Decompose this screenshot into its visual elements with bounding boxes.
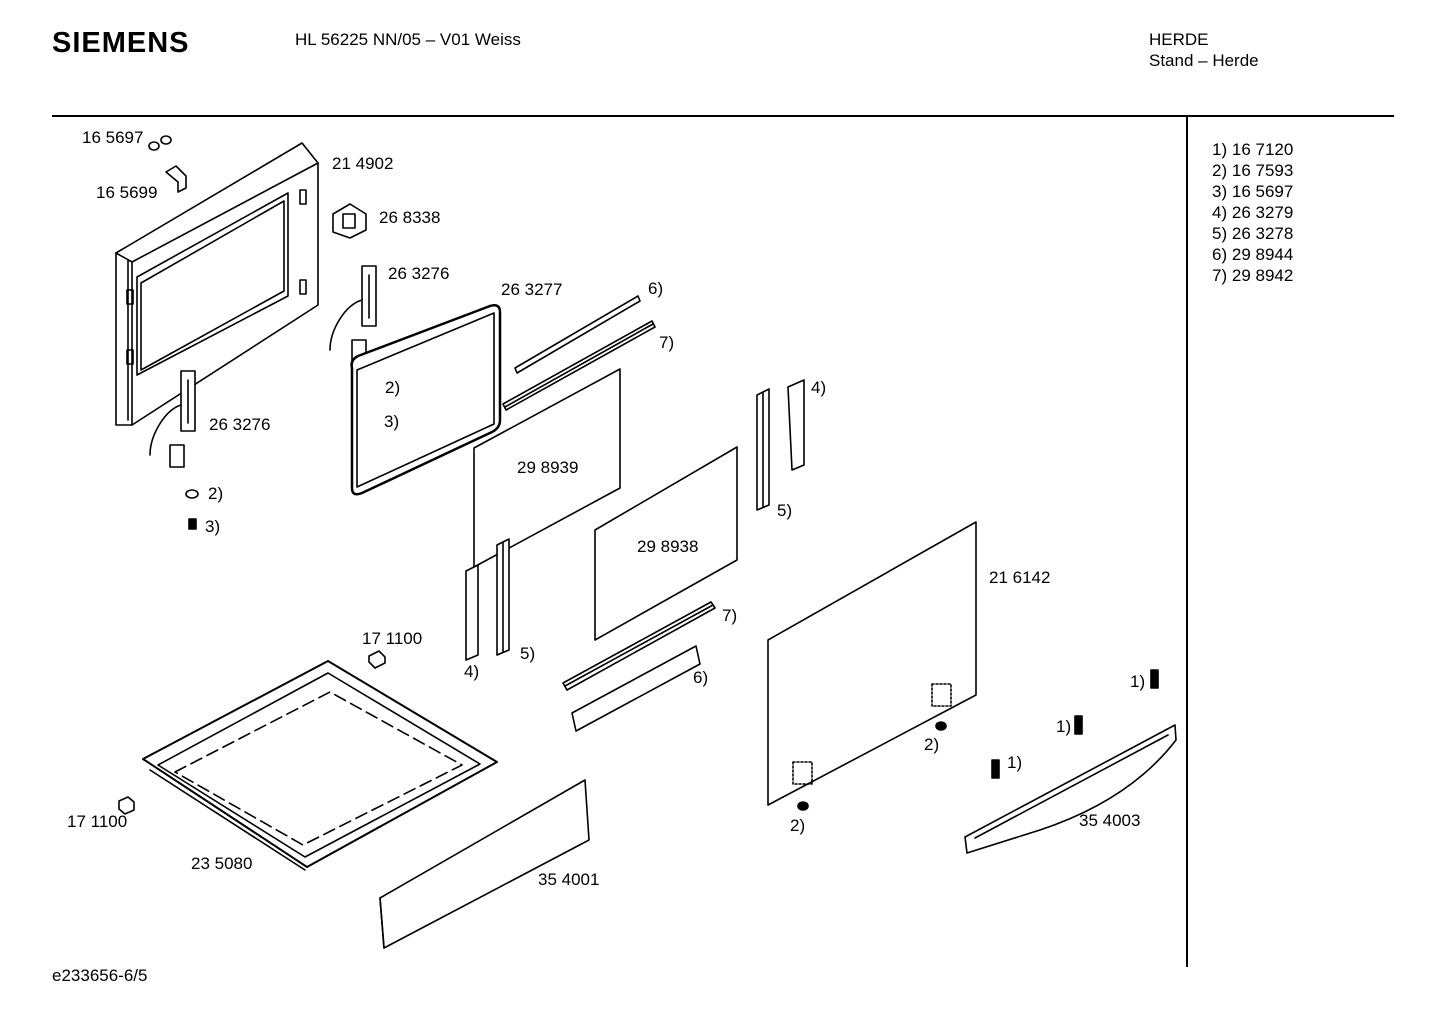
label-hinge-left: 26 3276	[209, 415, 271, 434]
handle-drawing	[964, 724, 1177, 854]
label-drawer-panel: 35 4001	[538, 870, 600, 889]
drawing-code: e233656-6/5	[52, 966, 148, 985]
ref-label: 5)	[777, 501, 793, 520]
parts-legend: 1) 16 7120 2) 16 7593 3) 16 5697 4) 26 3…	[1212, 139, 1293, 286]
ref-label: 1)	[1130, 672, 1146, 691]
legend-item: 5) 26 3278	[1212, 224, 1294, 243]
legend-item: 3) 16 5697	[1212, 182, 1294, 201]
door-frame-drawing	[115, 142, 319, 426]
label-tray: 23 5080	[191, 854, 253, 873]
ref-label: 3)	[384, 412, 400, 431]
ref-label: 6)	[693, 668, 709, 687]
side-strips-drawing	[465, 379, 805, 661]
ref-label: 1)	[1007, 753, 1023, 772]
label-lock: 26 8338	[379, 208, 441, 227]
ref-label: 2)	[924, 735, 940, 754]
ref-label: 2)	[208, 484, 224, 503]
ref-label: 1)	[1056, 717, 1072, 736]
tray-drawing	[142, 660, 498, 871]
category-subtitle: Stand – Herde	[1149, 51, 1259, 70]
label-foot-top: 17 1100	[362, 629, 423, 648]
ref-label: 7)	[659, 333, 675, 352]
glass-outer-drawing	[767, 521, 977, 806]
ref-label: 4)	[464, 662, 480, 681]
drawer-panel-drawing	[379, 779, 590, 949]
legend-item: 6) 29 8944	[1212, 245, 1294, 264]
lock-drawing	[332, 203, 367, 239]
label-foot-left: 17 1100	[67, 812, 128, 831]
brand-logo: SIEMENS	[52, 27, 190, 59]
legend-item: 7) 29 8942	[1212, 266, 1294, 285]
legend-item: 2) 16 7593	[1212, 161, 1294, 180]
legend-item: 1) 16 7120	[1212, 140, 1294, 159]
label-handle: 35 4003	[1079, 811, 1141, 830]
trim-strips-bottom-drawing	[562, 601, 716, 732]
legend-divider	[1186, 117, 1188, 967]
gasket-drawing	[350, 304, 502, 496]
label-glass-inner: 29 8939	[517, 458, 579, 477]
glass-middle-drawing	[594, 446, 738, 641]
ref-label: 4)	[811, 378, 827, 397]
label-glass-outer: 21 6142	[989, 568, 1051, 587]
feet-drawing	[118, 650, 386, 815]
label-screw-top: 16 5697	[82, 128, 144, 147]
ref-label: 2)	[385, 378, 401, 397]
model-number: HL 56225 NN/05 – V01 Weiss	[295, 30, 521, 49]
ref-label: 7)	[722, 606, 738, 625]
label-clip-top: 16 5699	[96, 183, 158, 202]
label-glass-middle: 29 8938	[637, 537, 699, 556]
category-title: HERDE	[1149, 30, 1209, 49]
legend-item: 4) 26 3279	[1212, 203, 1294, 222]
header-divider	[52, 115, 1394, 117]
label-door-frame: 21 4902	[332, 154, 394, 173]
ref-label: 6)	[648, 279, 664, 298]
label-gasket: 26 3277	[501, 280, 563, 299]
hinge-right-drawing	[329, 265, 377, 361]
label-hinge-right: 26 3276	[388, 264, 450, 283]
glass-inner-drawing	[473, 368, 621, 568]
hinge-left-drawing	[149, 370, 196, 468]
ref-label: 5)	[520, 644, 536, 663]
ref-label: 3)	[205, 517, 221, 536]
trim-strips-top-drawing	[502, 295, 656, 411]
screw-clip-drawing	[148, 135, 187, 193]
ref-label: 2)	[790, 816, 806, 835]
